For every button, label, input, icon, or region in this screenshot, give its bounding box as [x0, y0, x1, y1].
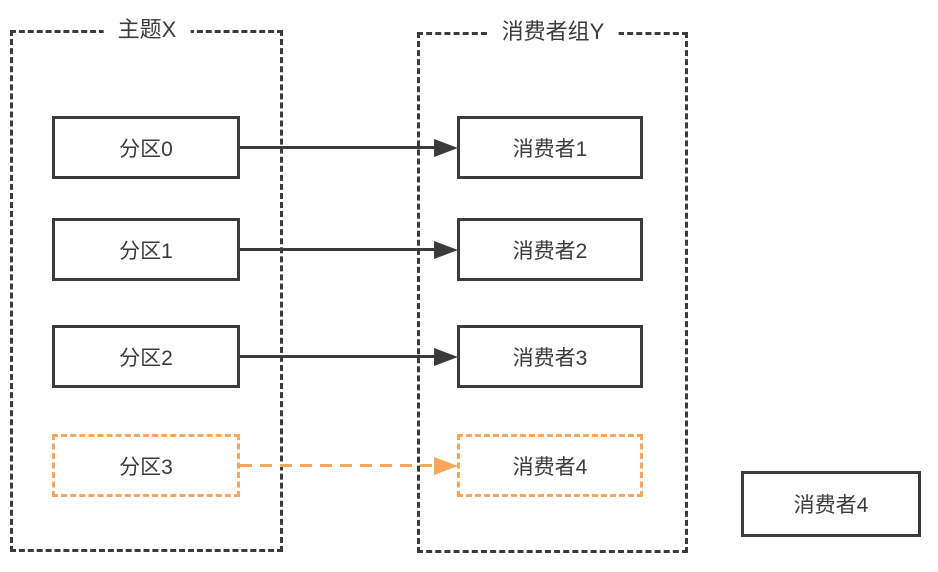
consumer-4-box: 消费者4: [457, 434, 643, 497]
consumer-2-box: 消费者2: [457, 218, 643, 281]
consumer-3-label: 消费者3: [512, 346, 588, 370]
partition-1-box: 分区1: [52, 218, 240, 281]
standalone-consumer-4-box: 消费者4: [741, 471, 921, 537]
partition-0-label: 分区0: [119, 137, 173, 161]
partition-2-box: 分区2: [52, 325, 240, 388]
partition-2-label: 分区2: [119, 346, 173, 370]
standalone-consumer-4-label: 消费者4: [793, 494, 869, 517]
arrowhead-partition0-consumer1: [434, 139, 458, 157]
topic-label: 主题X: [103, 16, 191, 44]
partition-3-box: 分区3: [52, 434, 240, 497]
partition-0-box: 分区0: [52, 116, 240, 179]
consumer-2-label: 消费者2: [512, 239, 588, 263]
partition-1-label: 分区1: [119, 239, 173, 263]
arrowhead-partition1-consumer2: [434, 241, 458, 259]
arrow-line-partition0-consumer1: [240, 146, 436, 149]
consumer-group-label: 消费者组Y: [487, 18, 619, 46]
arrowhead-partition3-consumer4: [434, 457, 458, 475]
arrow-line-partition3-consumer4: [240, 464, 436, 467]
partition-3-label: 分区3: [119, 455, 173, 479]
arrow-line-partition2-consumer3: [240, 355, 436, 358]
consumer-4-label: 消费者4: [512, 455, 588, 479]
arrow-line-partition1-consumer2: [240, 248, 436, 251]
arrowhead-partition2-consumer3: [434, 348, 458, 366]
consumer-1-label: 消费者1: [512, 137, 588, 161]
consumer-3-box: 消费者3: [457, 325, 643, 388]
consumer-1-box: 消费者1: [457, 116, 643, 179]
